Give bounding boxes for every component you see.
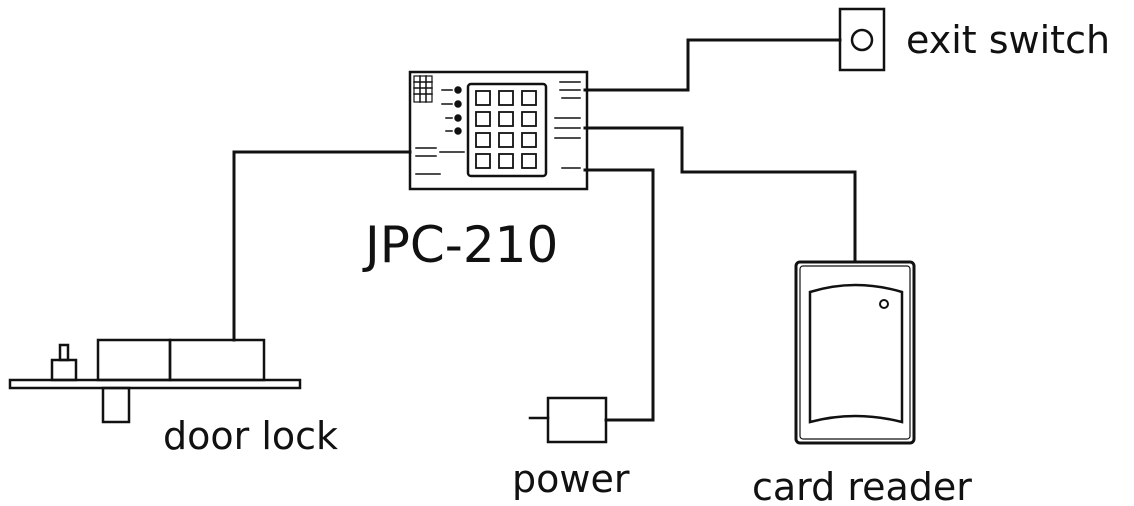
lock-knob-top — [58, 343, 70, 362]
power-supply-device — [528, 396, 608, 444]
lock-body-left — [96, 338, 172, 382]
wire-card-reader — [583, 126, 857, 264]
card-reader-face — [808, 283, 904, 424]
card-reader-led — [879, 299, 889, 309]
door-lock-device — [8, 338, 302, 424]
exit-switch-label: exit switch — [906, 18, 1110, 62]
lock-latch — [101, 386, 131, 424]
board-indicator-dots — [441, 86, 462, 135]
power-label: power — [512, 457, 630, 501]
wiring — [232, 38, 857, 422]
lock-knob-base — [50, 358, 78, 382]
wire-door-lock — [232, 150, 412, 342]
keypad-keys — [475, 90, 537, 169]
door-lock-label: door lock — [163, 414, 338, 458]
wire-power — [583, 168, 655, 422]
controller-board — [408, 70, 589, 191]
exit-switch-device — [838, 7, 886, 72]
card-reader-outer — [794, 260, 916, 445]
board-terminal-marks — [413, 75, 581, 175]
card-reader-device — [794, 260, 916, 445]
wire-exit-switch — [583, 38, 842, 92]
lock-body-right — [168, 338, 266, 382]
controller-jpc-210 — [408, 70, 589, 191]
exit-switch-button — [850, 28, 874, 52]
exit-switch-body — [838, 7, 886, 72]
card-reader-bevel — [799, 265, 911, 440]
card-reader-label: card reader — [752, 465, 972, 506]
controller-label: JPC-210 — [362, 216, 558, 274]
keypad-frame — [466, 82, 548, 178]
power-supply-body — [546, 396, 608, 444]
